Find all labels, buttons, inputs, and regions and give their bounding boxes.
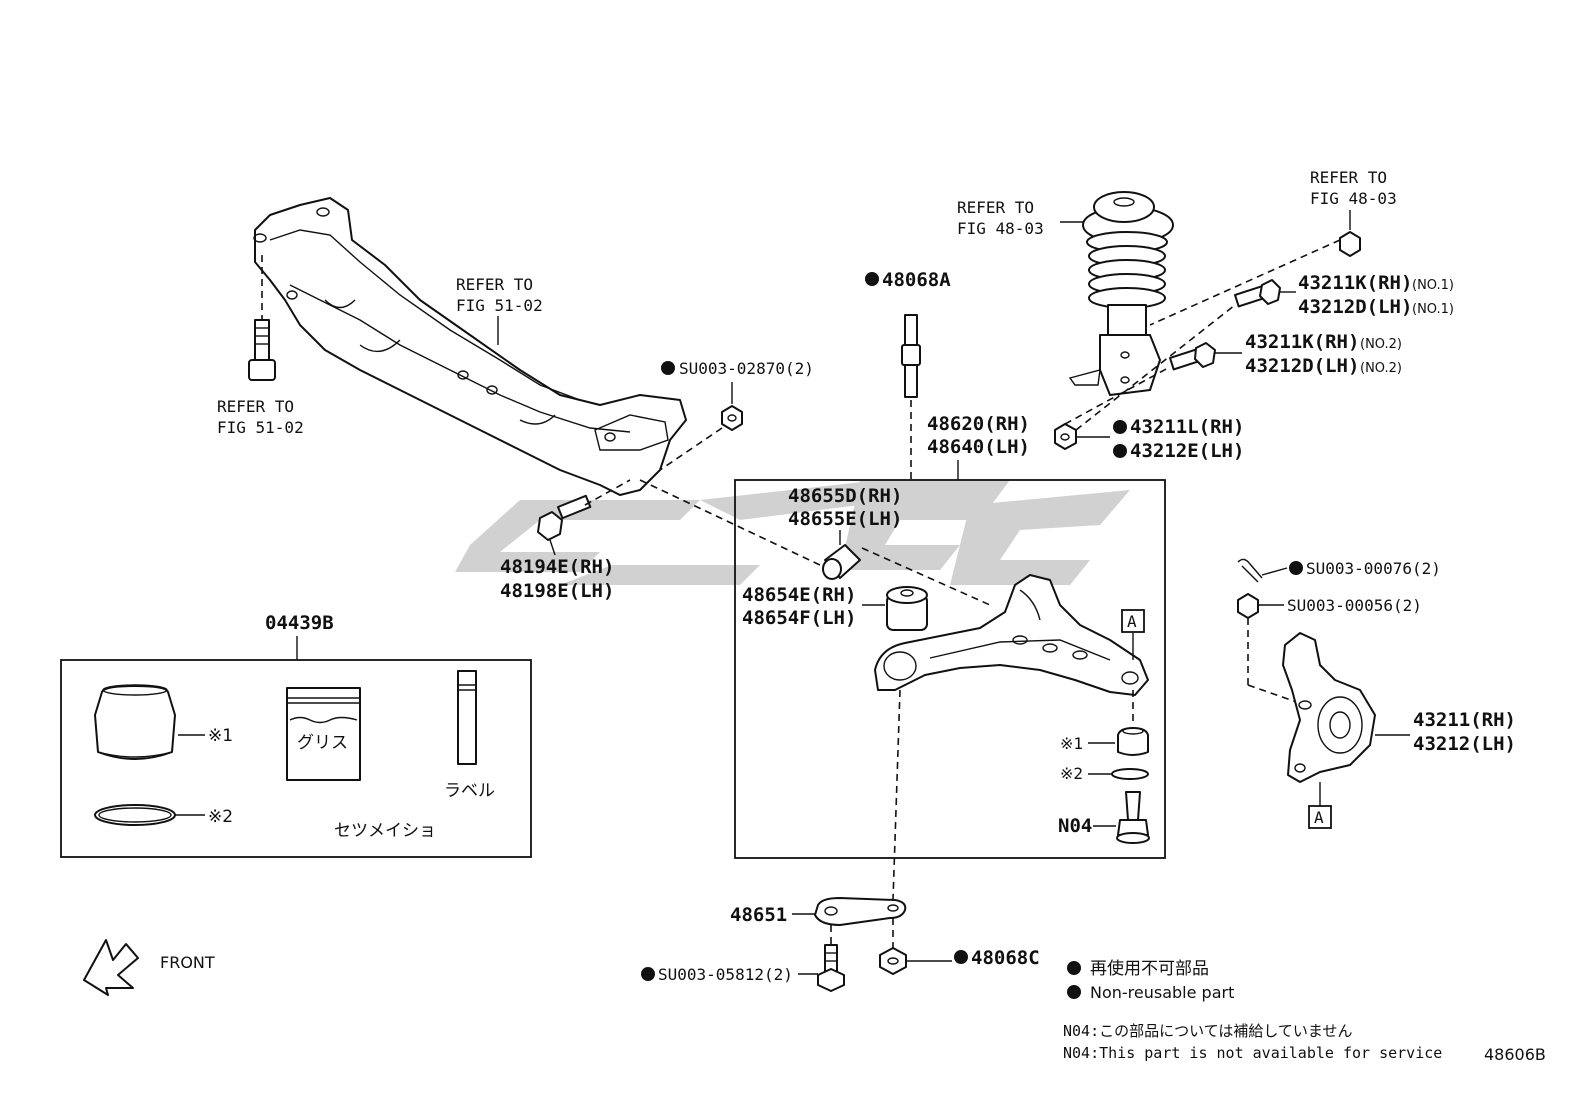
bolt-48194e [537, 494, 592, 541]
kit-box [60, 659, 532, 858]
legend-jp: 再使用不可部品 [1090, 958, 1209, 979]
crossmember-refer-1: REFER TO [456, 275, 533, 294]
bracket-48651 [814, 897, 907, 926]
non-reusable-dot [1289, 561, 1303, 575]
label-48620: 48620(RH) [927, 413, 1030, 435]
label-no1-b: (NO.1) [1412, 302, 1454, 317]
ref-a-arm-box [1121, 609, 1145, 633]
label-n04: N04 [1058, 815, 1092, 837]
nut-48068c [879, 947, 907, 975]
ref-a-knuckle: A [1314, 808, 1324, 827]
label-04439b: 04439B [265, 612, 334, 634]
figure-id: 48606B [1484, 1045, 1546, 1064]
non-reusable-dot [641, 967, 655, 981]
nut-su003-02870 [721, 405, 743, 431]
kit-manual: セツメイショ [334, 821, 436, 841]
label-48640: 48640(LH) [927, 436, 1030, 458]
steering-knuckle [1282, 632, 1376, 783]
crossmember-bolt [248, 255, 276, 381]
bushing-48654e [886, 586, 928, 631]
cotter-pin-su003-00076 [1237, 558, 1263, 583]
nut-43211l [1054, 423, 1077, 450]
label-48194e: 48194E(RH) [500, 556, 614, 578]
lower-arm-box [734, 479, 1166, 859]
bolt-43211k-no2 [1169, 342, 1216, 371]
strut-refer-1: REFER TO [957, 198, 1034, 217]
leader-48194e [549, 539, 556, 556]
note-jp: N04:この部品については補給していません [1063, 1022, 1352, 1040]
non-reusable-dot [1113, 444, 1127, 458]
ref-a-arm: A [1127, 612, 1137, 631]
front-arrow-icon [83, 939, 139, 996]
label-48655d: 48655D(RH) [788, 485, 902, 507]
label-no1-a: (NO.1) [1412, 278, 1454, 293]
non-reusable-dot [865, 272, 879, 286]
label-43212e: 43212E(LH) [1130, 440, 1244, 462]
front-label: FRONT [160, 953, 215, 972]
crossmember-bolt-refer-1: REFER TO [217, 397, 294, 416]
bolt-43211k-no1 [1234, 279, 1281, 308]
label-no2-a: (NO.2) [1360, 337, 1402, 352]
kit-label: ラベル [444, 781, 495, 801]
note-en: N04:This part is not available for servi… [1063, 1044, 1442, 1062]
crossmember-bolt-refer-2: FIG 51-02 [217, 418, 304, 437]
kit-mark2: ※2 [208, 807, 233, 827]
nut-refer-1: REFER TO [1310, 168, 1387, 187]
label-48068a: 48068A [882, 269, 951, 291]
strut-top-nut [1339, 231, 1361, 257]
bolt-su003-05812 [817, 944, 845, 992]
label-43211k-no2: 43211K(RH) [1245, 331, 1359, 353]
label-48651: 48651 [730, 904, 787, 926]
bolt-48068a [901, 314, 921, 398]
label-su003-00056: SU003-00056(2) [1287, 596, 1422, 615]
legend-en: Non-reusable part [1090, 983, 1234, 1002]
kit-label-strip [457, 670, 477, 765]
kit-dust-boot [94, 684, 176, 760]
label-su003-00076: SU003-00076(2) [1306, 559, 1441, 578]
label-43211l: 43211L(RH) [1130, 416, 1244, 438]
label-48654f: 48654F(LH) [742, 607, 856, 629]
ball-joint-n04 [1116, 791, 1150, 844]
label-su003-02870: SU003-02870(2) [679, 359, 814, 378]
kit-grease: グリス [297, 733, 348, 753]
ring-arm [1111, 768, 1149, 780]
bushing-48655d [822, 544, 861, 580]
label-43211: 43211(RH) [1413, 709, 1516, 731]
non-reusable-dot [954, 950, 968, 964]
mark1-arm: ※1 [1060, 734, 1083, 753]
dust-boot-arm [1117, 727, 1149, 756]
label-48068c: 48068C [971, 947, 1040, 969]
label-su003-05812: SU003-05812(2) [658, 965, 793, 984]
lower-control-arm [874, 574, 1149, 696]
kit-mark1: ※1 [208, 726, 233, 746]
label-48654e: 48654E(RH) [742, 584, 856, 606]
label-43212d-no1: 43212D(LH) [1298, 296, 1412, 318]
kit-grease-pack [286, 687, 361, 781]
ref-a-knuckle-box [1308, 805, 1332, 829]
label-48198e: 48198E(LH) [500, 580, 614, 602]
label-43211k-no1: 43211K(RH) [1298, 272, 1412, 294]
strut-refer-2: FIG 48-03 [957, 219, 1044, 238]
legend-dot-jp [1067, 961, 1081, 975]
label-no2-b: (NO.2) [1360, 361, 1402, 376]
nut-refer-2: FIG 48-03 [1310, 189, 1397, 208]
non-reusable-dot [1113, 420, 1127, 434]
strut-assembly [1068, 191, 1174, 396]
watermark-logo [455, 480, 1130, 585]
label-48655e: 48655E(LH) [788, 508, 902, 530]
crossmember-refer-2: FIG 51-02 [456, 296, 543, 315]
castle-nut-su003-00056 [1237, 593, 1259, 619]
label-43212: 43212(LH) [1413, 733, 1516, 755]
label-43212d-no2: 43212D(LH) [1245, 355, 1359, 377]
non-reusable-dot [661, 361, 675, 375]
legend-dot-en [1067, 985, 1081, 999]
crossmember [253, 197, 687, 496]
mark2-arm: ※2 [1060, 764, 1083, 783]
